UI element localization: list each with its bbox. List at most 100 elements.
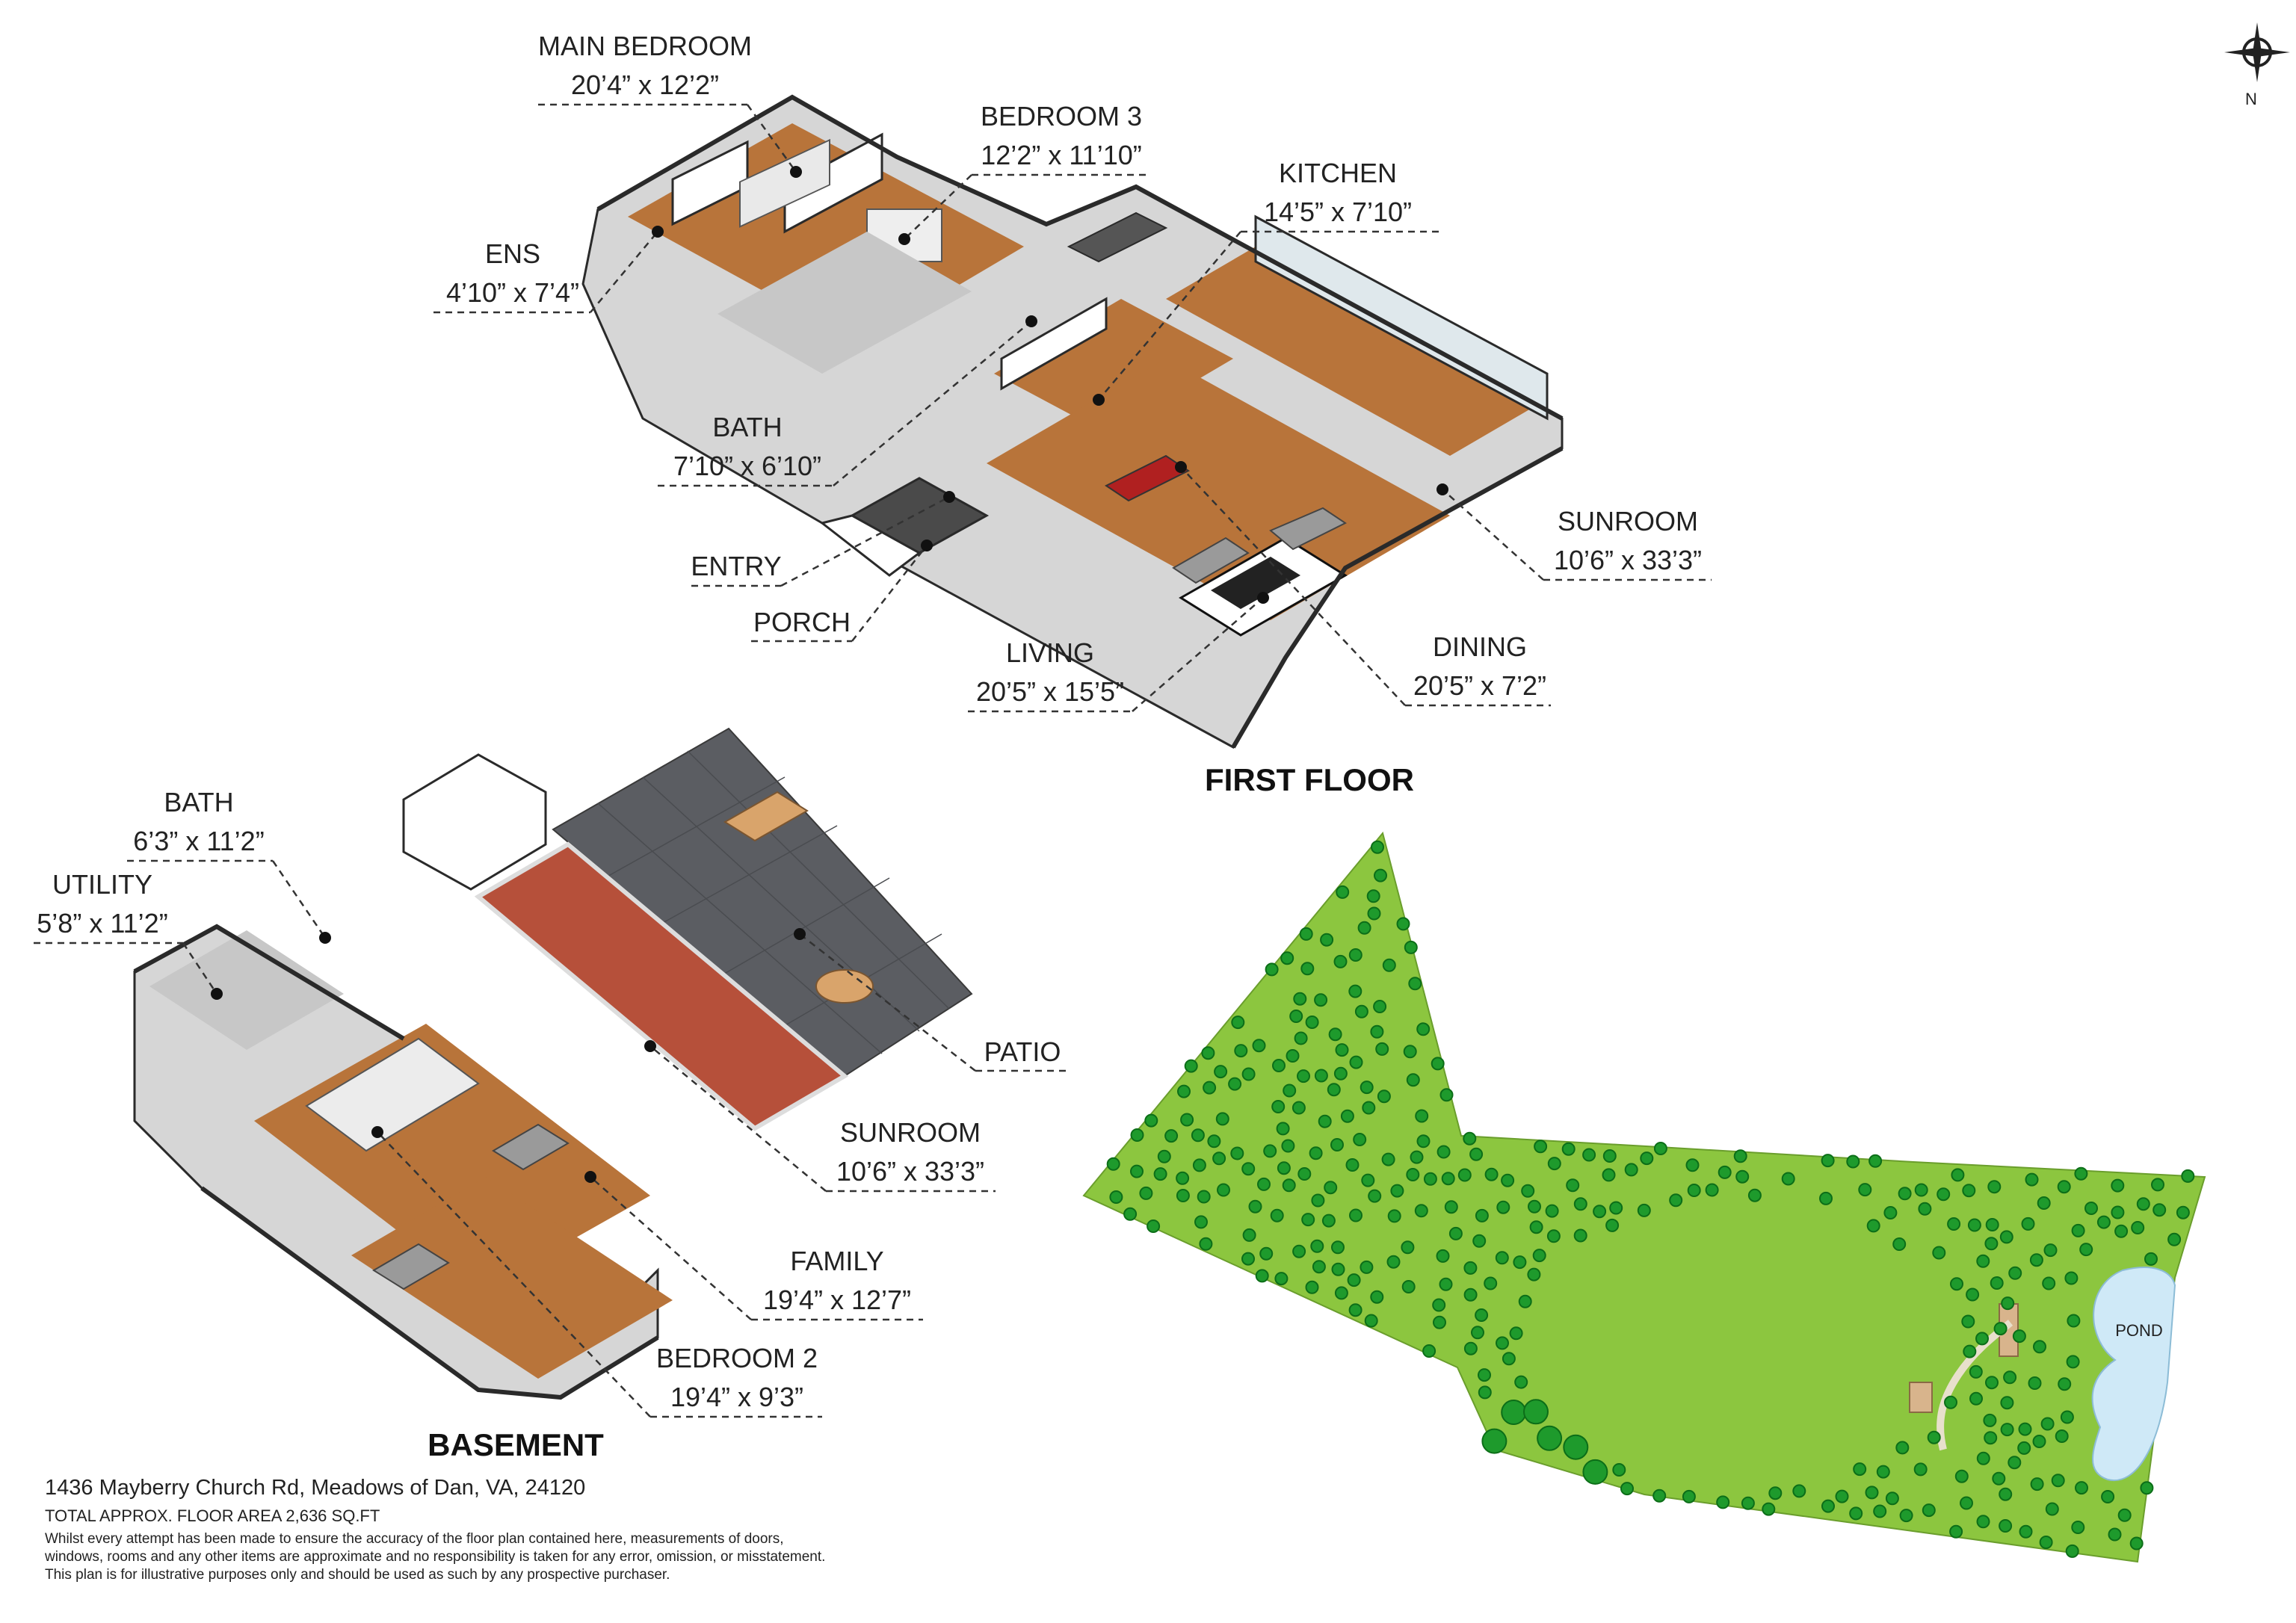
tree-icon [2176,1205,2190,1219]
marker-entry [943,491,955,503]
bedroom3-wall [783,132,883,234]
tree-icon [1130,1164,1144,1178]
disclaimer-line-1: Whilst every attempt has been made to en… [45,1531,784,1547]
first-floor-outer-wall [596,94,1564,421]
tree-icon [1985,1218,1999,1231]
tree-icon [2008,1456,2022,1470]
tree-icon [1501,1400,1527,1425]
tree-icon [1913,1462,1928,1477]
basement-sunroom-floor [478,844,845,1128]
marker-kitchen [1093,394,1105,406]
tree-icon [1605,1218,1620,1232]
tree-icon [1602,1168,1616,1182]
tree-icon [1966,1287,1980,1302]
tree-icon [1331,1240,1345,1255]
label-patio: PATIO [984,1036,1061,1067]
tree-icon [1297,1167,1312,1181]
tree-icon [1340,1109,1354,1123]
tree-icon [1374,868,1387,882]
tree-icon [1475,1208,1489,1222]
land-parcel [1082,831,2206,1563]
tree-icon [2000,1396,2014,1410]
tree-icon [1922,1503,1936,1518]
tree-icon [1176,1189,1190,1202]
tree-icon [1331,1262,1345,1276]
tree-icon [1147,1219,1161,1233]
tree-icon [1299,927,1313,941]
tree-icon [1241,1067,1256,1081]
tree-icon [2012,1329,2026,1344]
tree-icon [1444,1200,1458,1214]
label-dining: DINING [1433,631,1527,662]
living-sofa [1172,537,1250,584]
label-utility: UTILITY [52,869,152,900]
tree-icon [2008,1266,2022,1280]
tree-icon [1396,917,1410,931]
tree-icon [1357,921,1371,935]
tree-icon [1518,1294,1532,1308]
tree-icon [1416,1022,1431,1036]
tree-icon [1215,1112,1229,1126]
tree-icon [1582,1148,1596,1162]
tree-icon [1949,1524,1963,1539]
tree-icon [1263,1144,1277,1158]
tree-icon [1416,1134,1431,1149]
tree-icon [1335,1043,1349,1057]
label-basement-sunroom: SUNROOM [840,1117,981,1148]
tree-icon [1496,1200,1510,1214]
tree-icon [1123,1207,1138,1221]
tree-icon [2032,1435,2046,1448]
tree-icon [1741,1496,1755,1510]
tree-icon [1403,1045,1417,1059]
tree-icon [1348,984,1363,998]
tree-icon [2018,1422,2032,1436]
tree-icon [1194,1215,1208,1229]
tree-icon [2045,1502,2059,1516]
tree-icon [1653,1142,1667,1155]
tree-icon [1333,954,1348,968]
tree-icon [1937,1187,1951,1202]
tree-icon [1951,1168,1965,1182]
tree-icon [1513,1255,1527,1270]
tree-icon [1469,1147,1484,1161]
tree-icon [1472,1234,1487,1248]
tree-icon [1976,1254,1990,1268]
tree-icon [1892,1237,1907,1251]
tree-icon [1272,1059,1286,1072]
tree-icon [2019,1524,2033,1539]
tree-icon [1362,1101,1376,1115]
tree-icon [1207,1134,1221,1149]
basement-bedroom-floor [351,1177,673,1379]
site-driveway [1937,1320,2013,1451]
tree-icon [2111,1178,2125,1193]
marker-living [1257,592,1269,604]
tree-icon [1637,1203,1651,1217]
tree-icon [1370,1290,1384,1304]
kitchen-floor [994,299,1233,433]
dim-basement-bath: 6’3” x 11’2” [133,826,264,856]
tree-icon [1414,1204,1428,1218]
tree-icon [1868,1154,1883,1168]
tree-icon [1292,1244,1306,1258]
dim-bedroom-2: 19’4” x 9’3” [670,1382,803,1412]
tree-icon [1360,1081,1374,1095]
site-trees [1106,840,2195,1558]
tree-icon [1984,1237,1999,1251]
tree-icon [1733,1149,1747,1163]
tree-icon [1545,1204,1559,1218]
tree-icon [2039,1536,2053,1549]
basement-bed [305,1037,480,1152]
tree-icon [1463,1341,1478,1355]
tree-icon [1537,1425,1563,1451]
tree-icon [1422,1344,1436,1358]
tree-icon [1283,1083,1297,1098]
tree-icon [2151,1178,2164,1192]
tree-icon [2065,1544,2079,1558]
tree-icon [2043,1243,2058,1258]
tree-icon [1865,1486,1879,1500]
compass-north-arrow [2253,22,2262,52]
tree-icon [2075,1481,2088,1495]
tree-icon [1993,1322,2008,1336]
tree-icon [1563,1434,1589,1460]
tree-icon [2060,1410,2074,1424]
